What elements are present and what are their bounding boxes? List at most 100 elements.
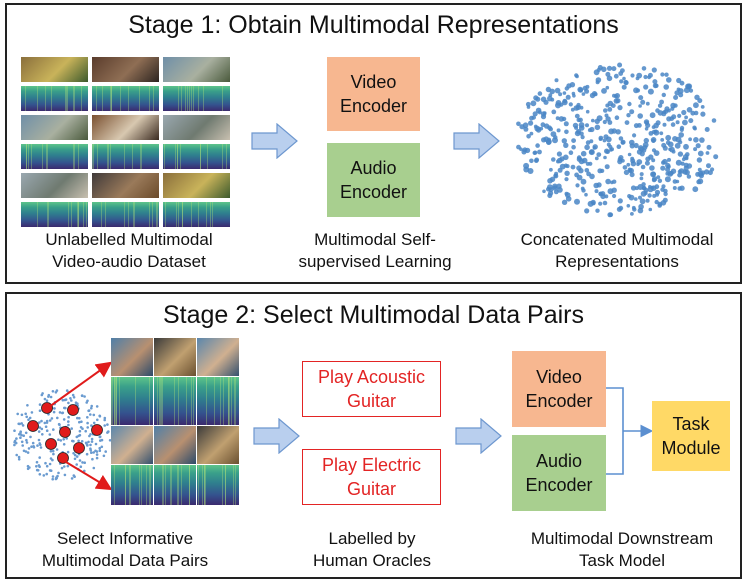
representation-point [659, 131, 664, 136]
representation-point [584, 88, 590, 94]
unlabelled-point [103, 416, 107, 420]
representation-point [660, 72, 665, 77]
unlabelled-point [30, 411, 34, 414]
unlabelled-point [98, 446, 101, 450]
representation-point [652, 79, 658, 85]
representation-point [578, 158, 585, 165]
representation-point [619, 79, 624, 84]
representation-point [660, 187, 665, 192]
selected-point [59, 426, 71, 438]
spectrogram-thumbnail [21, 202, 88, 227]
representation-point [564, 177, 569, 182]
representation-point [632, 133, 637, 138]
unlabelled-point [20, 422, 23, 425]
representation-point [575, 183, 580, 188]
unlabelled-point [66, 464, 70, 468]
unlabelled-point [86, 416, 89, 419]
learning-caption-line1: Multimodal Self- [314, 230, 436, 249]
representation-point [627, 152, 632, 157]
spectrogram-thumbnail [21, 86, 88, 111]
representation-point [605, 71, 611, 77]
dataset-caption-line1: Unlabelled Multimodal [45, 230, 213, 249]
downstream-video-encoder: Video Encoder [512, 351, 606, 427]
representation-point [623, 169, 630, 176]
unlabelled-point [35, 460, 39, 464]
representation-point [675, 120, 680, 125]
representation-point [562, 91, 567, 95]
representation-point [545, 86, 552, 93]
representation-point [713, 154, 719, 160]
representations-caption-line2: Representations [555, 252, 679, 271]
unlabelled-point [17, 458, 21, 461]
dataset-mosaic [21, 57, 231, 227]
representation-point [651, 125, 656, 129]
representation-point [558, 92, 563, 97]
unlabelled-point [89, 443, 92, 447]
video-frame-thumbnail [154, 426, 196, 464]
unlabelled-point [108, 439, 112, 442]
representation-point [553, 189, 559, 195]
learning-caption: Multimodal Self- supervised Learning [275, 229, 475, 273]
representation-point [662, 158, 668, 165]
representation-point [624, 120, 630, 125]
representation-point [547, 125, 552, 131]
unlabelled-point [15, 437, 18, 440]
representation-point [603, 108, 608, 113]
representation-point [639, 172, 644, 177]
representation-point [588, 149, 595, 156]
representation-point [597, 168, 603, 174]
unlabelled-point [21, 424, 25, 427]
representation-point [692, 186, 699, 193]
representation-point [671, 114, 677, 120]
representation-point [686, 174, 692, 179]
video-frame-thumbnail [197, 426, 239, 464]
representation-point [584, 168, 590, 173]
representation-point [611, 66, 617, 72]
unlabelled-point [43, 421, 47, 425]
spectrogram-thumbnail [163, 144, 230, 169]
unlabelled-point [48, 433, 52, 436]
unlabelled-point [48, 462, 52, 466]
representation-point [697, 150, 704, 157]
representation-point [617, 198, 623, 204]
representation-point [607, 212, 613, 218]
unlabelled-point [36, 444, 39, 447]
representation-point [607, 100, 614, 107]
representation-point [634, 197, 638, 201]
representation-point [678, 132, 684, 138]
representation-point [563, 154, 569, 161]
representation-point [647, 193, 652, 198]
unlabelled-point [83, 461, 86, 464]
spectrogram-thumbnail [197, 377, 239, 425]
representation-point [696, 179, 702, 185]
representation-point [563, 121, 569, 127]
representation-point [608, 128, 615, 135]
downstream-audio-encoder: Audio Encoder [512, 435, 606, 511]
representation-point [618, 136, 624, 141]
representation-point [534, 158, 539, 163]
representation-point [642, 145, 648, 150]
spectrogram-thumbnail [163, 202, 230, 227]
representation-point [650, 185, 655, 190]
representation-point [666, 164, 671, 169]
unlabelled-point [28, 416, 32, 420]
representation-point [593, 92, 598, 97]
representation-point [672, 186, 677, 190]
unlabelled-point [40, 393, 44, 397]
representation-point [643, 119, 650, 125]
representation-point [529, 131, 534, 136]
representation-point [602, 119, 607, 125]
unlabelled-point [91, 457, 94, 461]
spectrogram-thumbnail [111, 377, 153, 425]
representation-point [594, 156, 599, 161]
representation-point [553, 173, 558, 178]
representation-point [533, 95, 539, 101]
unlabelled-point [25, 441, 29, 444]
selection-arrow-1 [48, 361, 113, 408]
representation-point [678, 140, 683, 145]
unlabelled-point [45, 472, 48, 476]
unlabelled-point [36, 469, 40, 472]
representation-point [663, 84, 669, 90]
representation-point [584, 144, 590, 151]
unlabelled-point [67, 420, 70, 423]
